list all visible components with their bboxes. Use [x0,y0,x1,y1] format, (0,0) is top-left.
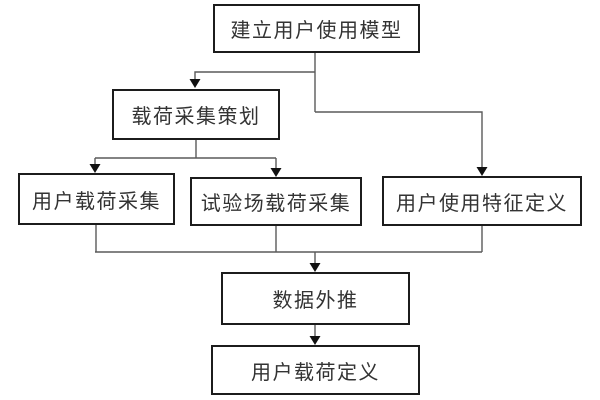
arrowhead-into-user-collection [89,164,101,173]
edge-planning-split [94,140,277,168]
edge-establish-to-planning [194,53,316,112]
arrowhead-into-ground-collection [270,168,282,177]
arrowhead-into-planning [189,79,201,88]
edge-establish-to-feature [315,111,483,167]
node-user-usage-feature-definition: 用户使用特征定义 [382,176,582,226]
node-label: 用户载荷采集 [32,190,161,213]
node-label: 载荷采集策划 [131,106,261,128]
node-data-extrapolation: 数据外推 [221,272,410,325]
node-label: 用户使用特征定义 [396,192,568,215]
node-proving-ground-load-collection: 试验场载荷采集 [190,177,362,226]
node-user-load-collection: 用户载荷采集 [18,173,175,225]
arrowhead-into-definition [309,336,321,345]
node-label: 数据外推 [272,290,359,312]
node-establish-usage-model: 建立用户使用模型 [213,4,420,53]
arrowhead-into-feature [476,167,488,176]
arrowhead-into-extrapolation [309,263,321,272]
node-load-collection-planning: 载荷采集策划 [112,89,280,140]
node-label: 建立用户使用模型 [230,20,403,42]
node-label: 试验场载荷采集 [200,193,352,215]
edge-merge-bus [95,225,483,263]
node-user-load-definition: 用户载荷定义 [211,345,420,395]
node-label: 用户载荷定义 [251,361,380,384]
